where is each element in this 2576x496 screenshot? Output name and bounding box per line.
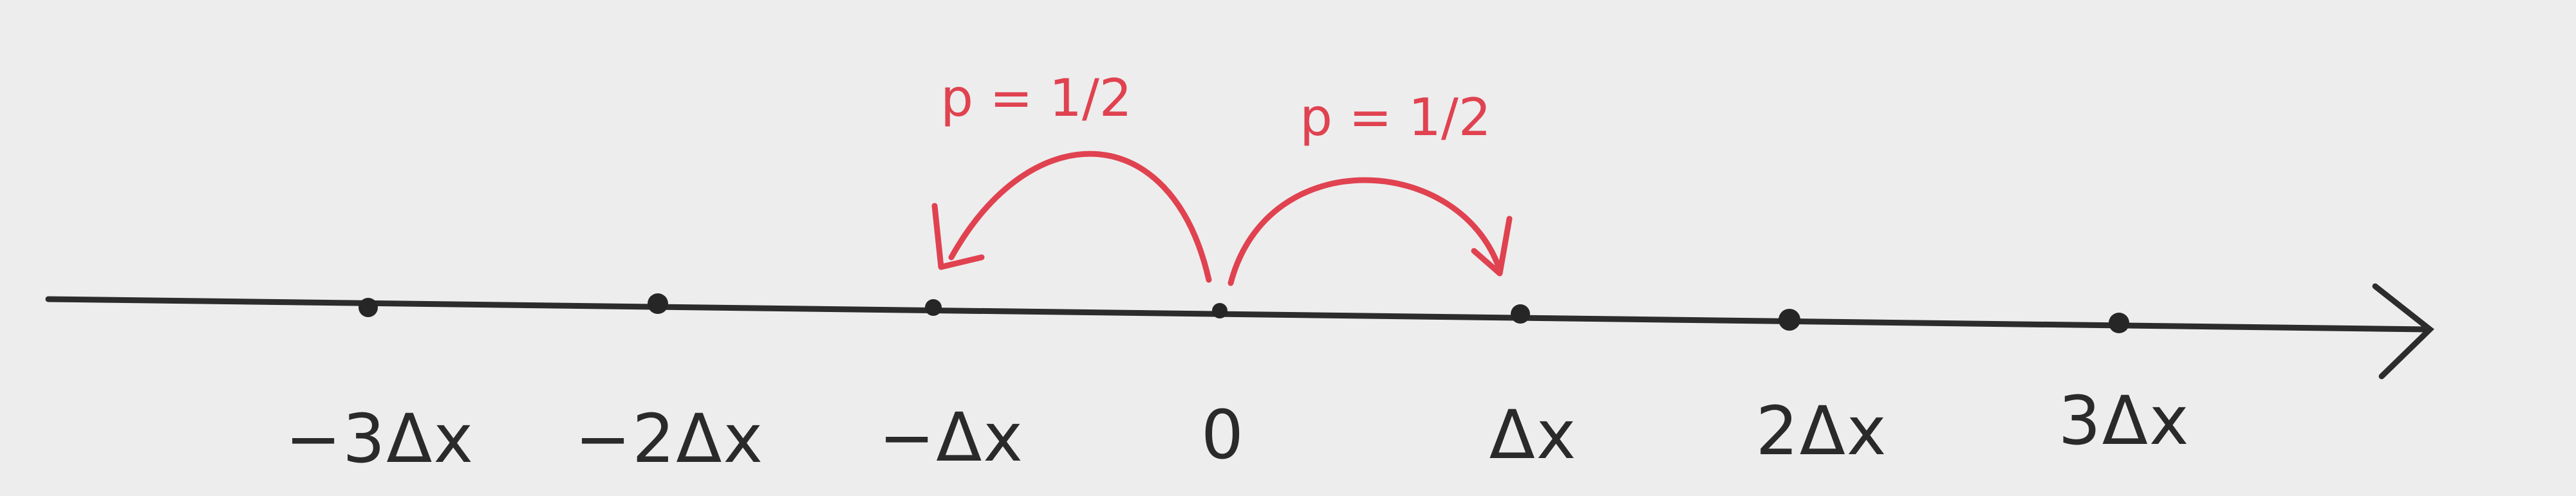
tick-label-neg2: −2Δx — [575, 400, 764, 478]
tick-dot-neg3 — [359, 298, 378, 317]
tick-label-zero: 0 — [1201, 396, 1245, 474]
tick-label-neg1: −Δx — [879, 398, 1024, 477]
number-line-axis — [45, 296, 2430, 333]
tick-dot-pos1 — [1511, 304, 1530, 324]
tick-dot-neg1 — [925, 299, 942, 316]
tick-dot-zero — [1212, 303, 1227, 318]
tick-label-pos2: 2Δx — [1756, 392, 1888, 470]
tick-label-pos1: Δx — [1489, 396, 1578, 474]
hop-label-left: p = 1/2 — [940, 68, 1132, 128]
hop-arrowhead-left-icon — [931, 203, 985, 270]
tick-label-neg3: −3Δx — [285, 400, 474, 478]
hop-label-right: p = 1/2 — [1300, 87, 1491, 147]
tick-dot-neg2 — [648, 293, 668, 314]
tick-dot-pos2 — [1778, 309, 1800, 331]
hop-arc-right — [1227, 177, 1503, 286]
hop-arrowhead-right-icon — [1471, 216, 1513, 277]
hop-arc-left — [948, 151, 1212, 283]
tick-label-pos3: 3Δx — [2058, 381, 2190, 460]
tick-dot-pos3 — [2109, 313, 2129, 333]
axis-arrow-icon — [2372, 283, 2434, 380]
